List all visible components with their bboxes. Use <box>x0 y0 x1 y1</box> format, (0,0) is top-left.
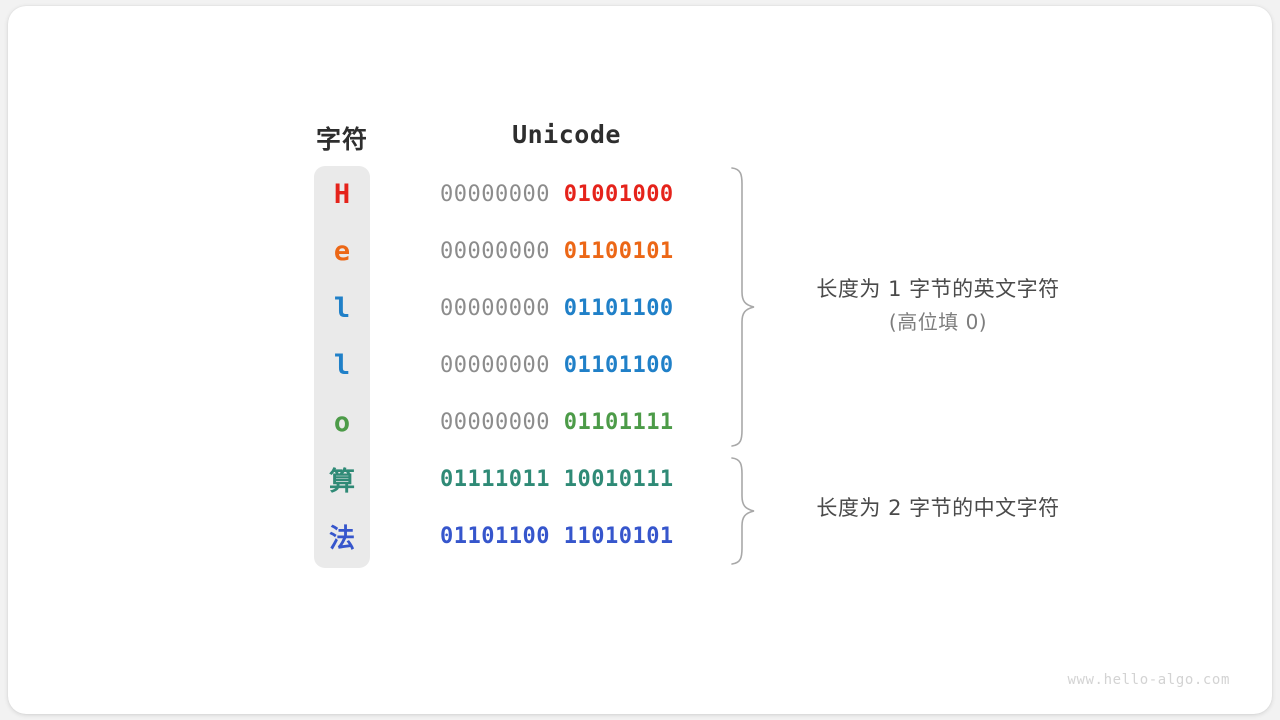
character-column-background <box>314 166 370 568</box>
unicode-low-byte: 01101111 <box>563 410 674 435</box>
unicode-bits-cell: 01111011 10010111 <box>440 451 693 508</box>
unicode-low-byte: 01101100 <box>563 296 674 321</box>
unicode-bits-cell: 00000000 01101111 <box>440 394 693 451</box>
unicode-bits-cell: 00000000 01101100 <box>440 337 693 394</box>
character-cell: 法 <box>328 524 355 554</box>
character-cell: e <box>333 236 351 267</box>
annotation-two-byte-line1: 长度为 2 字节的中文字符 <box>816 496 1060 520</box>
unicode-low-byte: 01001000 <box>563 182 674 207</box>
unicode-high-byte: 01101100 <box>440 524 550 549</box>
unicode-bits-cell: 00000000 01001000 <box>440 166 693 223</box>
unicode-high-byte: 00000000 <box>440 410 550 435</box>
unicode-high-byte: 00000000 <box>440 239 550 264</box>
byte-separator <box>550 353 564 378</box>
annotation-one-byte-line1: 长度为 1 字节的英文字符 <box>816 277 1060 301</box>
byte-separator <box>550 182 564 207</box>
unicode-low-byte: 10010111 <box>563 467 674 492</box>
character-cell: o <box>333 407 351 438</box>
byte-separator <box>550 467 564 492</box>
character-cell: H <box>333 179 351 210</box>
brace-two-byte-icon <box>731 457 755 565</box>
unicode-bits-cell: 00000000 01100101 <box>440 223 693 280</box>
byte-separator <box>550 239 564 264</box>
unicode-high-byte: 00000000 <box>440 296 550 321</box>
annotation-two-byte: 长度为 2 字节的中文字符 <box>768 492 1108 524</box>
annotation-one-byte: 长度为 1 字节的英文字符 (高位填 0) <box>768 272 1108 339</box>
unicode-low-byte: 11010101 <box>563 524 674 549</box>
annotation-one-byte-line2: (高位填 0) <box>888 310 988 334</box>
byte-separator <box>550 296 564 321</box>
unicode-bits-cell: 00000000 01101100 <box>440 280 693 337</box>
watermark: www.hello-algo.com <box>1067 672 1230 688</box>
byte-separator <box>550 410 564 435</box>
unicode-high-byte: 00000000 <box>440 353 550 378</box>
character-cell: l <box>333 293 351 324</box>
diagram-card: 字符 Unicode H 00000000 01001000 e 00000000 0… <box>8 6 1272 714</box>
column-header-character: 字符 <box>315 125 368 154</box>
column-header-unicode: Unicode <box>512 120 621 149</box>
unicode-low-byte: 01101100 <box>563 353 674 378</box>
unicode-high-byte: 00000000 <box>440 182 550 207</box>
unicode-high-byte: 01111011 <box>440 467 550 492</box>
brace-one-byte-icon <box>731 167 755 447</box>
character-cell: l <box>333 350 351 381</box>
byte-separator <box>550 524 564 549</box>
unicode-low-byte: 01100101 <box>563 239 674 264</box>
unicode-bits-cell: 01101100 11010101 <box>440 508 693 565</box>
character-cell: 算 <box>328 467 355 497</box>
